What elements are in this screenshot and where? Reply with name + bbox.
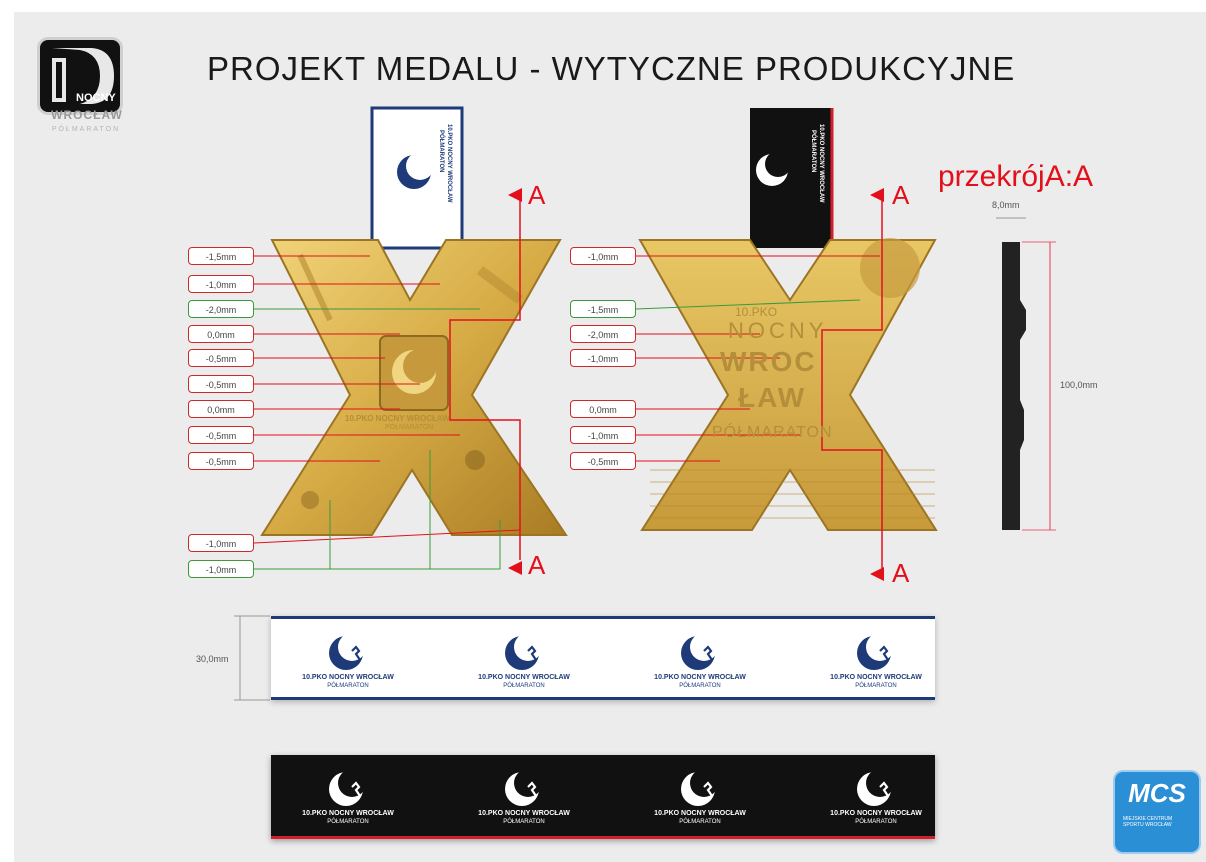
strap-unit-sub: PÓŁMARATON: [327, 683, 369, 689]
front-ribbon: [370, 106, 464, 250]
mcs-logo: MCS MIEJSKIE CENTRUM SPORTU WROCŁAW: [1115, 772, 1199, 852]
strap-white: 10.PKO NOCNY WROCŁAW PÓŁMARATON 10.PKO N…: [271, 616, 935, 700]
strap-unit: 10.PKO NOCNY WROCŁAW PÓŁMARATON: [273, 769, 423, 833]
strap-unit-name: 10.PKO NOCNY WROCŁAW: [654, 674, 746, 681]
strap-unit-sub: PÓŁMARATON: [855, 819, 897, 825]
depth-label: -0,5mm: [188, 452, 254, 470]
strap-unit-sub: PÓŁMARATON: [327, 819, 369, 825]
runner-moon-icon: [329, 633, 366, 670]
strap-unit-name: 10.PKO NOCNY WROCŁAW: [830, 810, 922, 817]
runner-moon-icon: [505, 769, 542, 806]
section-marker-a: A: [892, 558, 910, 588]
back-ribbon: [750, 108, 834, 248]
runner-moon-icon: [52, 48, 114, 104]
leaders-front: [253, 255, 521, 544]
strap-unit: 10.PKO NOCNY WROCŁAW PÓŁMARATON: [625, 633, 775, 697]
depth-label: 0,0mm: [188, 400, 254, 418]
runner-moon-icon: [681, 633, 718, 670]
depth-label: -1,0mm: [570, 349, 636, 367]
strap-unit: 10.PKO NOCNY WROCŁAW PÓŁMARATON: [449, 633, 599, 697]
strap-unit: 10.PKO NOCNY WROCŁAW PÓŁMARATON: [801, 769, 951, 833]
depth-label: -1,5mm: [570, 300, 636, 318]
section-line-front: [449, 188, 522, 575]
depth-label: -2,0mm: [570, 325, 636, 343]
section-title: przekrójA:A: [938, 160, 1094, 193]
strap-unit: 10.PKO NOCNY WROCŁAW PÓŁMARATON: [273, 633, 423, 697]
depth-label: -2,0mm: [188, 300, 254, 318]
strap-unit-sub: PÓŁMARATON: [679, 683, 721, 689]
leaders-front-green: [254, 308, 501, 570]
thickness-dimension: 8,0mm: [992, 200, 1020, 210]
strap-unit-name: 10.PKO NOCNY WROCŁAW: [478, 674, 570, 681]
depth-label: -1,0mm: [570, 247, 636, 265]
strap-unit-name: 10.PKO NOCNY WROCŁAW: [478, 810, 570, 817]
height-dimension: 100,0mm: [1060, 380, 1098, 390]
strap-unit-sub: PÓŁMARATON: [855, 683, 897, 689]
strap-unit-name: 10.PKO NOCNY WROCŁAW: [830, 674, 922, 681]
front-caption-1: 10.PKO NOCNY WROCŁAW: [345, 414, 450, 423]
depth-label: -1,0mm: [188, 275, 254, 293]
mcs-logo-sub: MIEJSKIE CENTRUM SPORTU WROCŁAW: [1123, 816, 1173, 828]
section-marker-a: A: [892, 180, 910, 210]
runner-moon-icon: [857, 633, 894, 670]
back-ribbon-text-2: PÓŁMARATON: [810, 130, 816, 173]
depth-label: -1,0mm: [188, 534, 254, 552]
depth-label: -1,0mm: [188, 560, 254, 578]
nocny-wroclaw-logo: NOCNY: [40, 40, 120, 112]
depth-label: -0,5mm: [188, 426, 254, 444]
runner-moon-icon: [329, 769, 366, 806]
depth-label: -0,5mm: [570, 452, 636, 470]
depth-label: -1,5mm: [188, 247, 254, 265]
strap-black: 10.PKO NOCNY WROCŁAW PÓŁMARATON 10.PKO N…: [271, 755, 935, 839]
logo-subtitle: PÓŁMARATON: [51, 126, 121, 133]
depth-label: 0,0mm: [188, 325, 254, 343]
leaders-back: [636, 255, 880, 462]
medal-back: [638, 238, 938, 531]
depth-label: -0,5mm: [188, 349, 254, 367]
back-line-2: NOCNY: [728, 318, 828, 343]
depth-label: 0,0mm: [570, 400, 636, 418]
section-marker-a: A: [528, 550, 546, 580]
back-line-4: ŁAW: [738, 382, 807, 413]
strap-unit-name: 10.PKO NOCNY WROCŁAW: [302, 674, 394, 681]
leaders-back-green: [635, 299, 861, 310]
section-line-back: [821, 188, 884, 581]
front-ribbon-text-2: PÓŁMARATON: [438, 130, 444, 173]
runner-moon-icon: [857, 769, 894, 806]
back-ribbon-text: 10.PKO NOCNY WROCŁAW: [818, 124, 824, 203]
strap-unit: 10.PKO NOCNY WROCŁAW PÓŁMARATON: [449, 769, 599, 833]
strap-unit: 10.PKO NOCNY WROCŁAW PÓŁMARATON: [625, 769, 775, 833]
runner-moon-icon: [681, 769, 718, 806]
depth-label: -1,0mm: [570, 426, 636, 444]
strap-dimension: [234, 615, 270, 701]
back-line-1: 10.PKO: [735, 305, 778, 319]
front-ribbon-text: 10.PKO NOCNY WROCŁAW: [446, 124, 452, 203]
mcs-logo-text: MCS: [1128, 778, 1186, 808]
strap-unit-sub: PÓŁMARATON: [679, 819, 721, 825]
page-title: PROJEKT MEDALU - WYTYCZNE PRODUKCYJNE: [207, 50, 1016, 87]
section-marker-a: A: [528, 180, 546, 210]
back-line-3: WROC: [720, 346, 817, 377]
back-line-5: PÓŁMARATON: [712, 424, 833, 441]
cross-section-profile: [996, 217, 1056, 531]
logo-city: WROCŁAW: [51, 108, 123, 122]
front-caption-2: PÓŁMARATON: [385, 424, 434, 431]
logo-nocny: NOCNY: [76, 92, 116, 104]
strap-height-dimension: 30,0mm: [196, 654, 229, 664]
strap-unit: 10.PKO NOCNY WROCŁAW PÓŁMARATON: [801, 633, 951, 697]
depth-label: -0,5mm: [188, 375, 254, 393]
strap-unit-sub: PÓŁMARATON: [503, 819, 545, 825]
strap-unit-name: 10.PKO NOCNY WROCŁAW: [654, 810, 746, 817]
strap-unit-name: 10.PKO NOCNY WROCŁAW: [302, 810, 394, 817]
strap-unit-sub: PÓŁMARATON: [503, 683, 545, 689]
runner-moon-icon: [505, 633, 542, 670]
